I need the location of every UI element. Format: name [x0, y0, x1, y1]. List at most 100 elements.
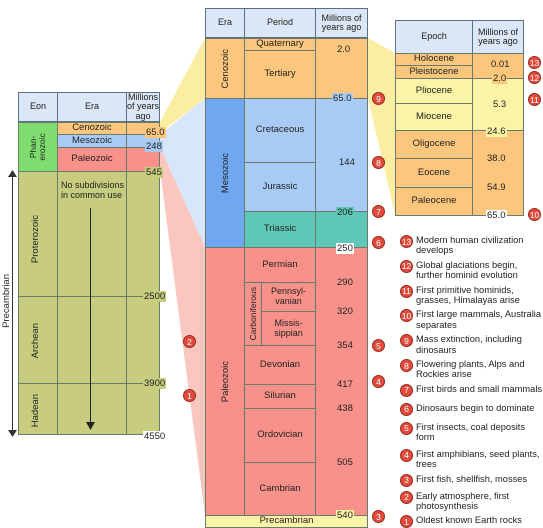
epoch-value-24-6: 24.6	[486, 126, 507, 137]
legend-text: Dinosaurs begin to dominate	[416, 402, 535, 413]
epoch-value-65: 65.0	[486, 210, 507, 221]
period-silurian: Silurian	[244, 384, 316, 409]
left-value-545: 545	[145, 167, 163, 178]
mid-era-paleozoic-label: Paleozoic	[219, 360, 231, 403]
badge-4: 4	[372, 375, 385, 388]
mid-value-65: 65.0	[332, 93, 353, 104]
epoch-oligocene: Oligocene	[395, 130, 473, 159]
badge-1: 1	[183, 389, 196, 402]
badge-12: 12	[528, 71, 541, 84]
mid-myr-mesozoic	[315, 98, 368, 212]
mid-era-cenozoic: Cenozoic	[205, 38, 245, 99]
mid-era-mesozoic-label: Mesozoic	[219, 152, 231, 194]
badge-13: 13	[528, 56, 541, 69]
epoch-value-38: 38.0	[486, 153, 507, 164]
legend-text: Early atmosphere, first photosynthesis	[416, 490, 510, 511]
legend-text: Modern human civilization develops	[416, 235, 524, 256]
mid-header-era: Era	[205, 8, 245, 38]
fan-epoch	[368, 38, 395, 215]
mid-value-2: 2.0	[336, 44, 352, 55]
fan-paleozoic	[160, 147, 205, 515]
legend-text: First insects, coal deposits form	[416, 421, 526, 443]
mid-era-paleozoic: Paleozoic	[205, 247, 245, 516]
down-arrow-icon	[86, 422, 95, 430]
left-value-3900: 3900	[143, 378, 167, 389]
period-cretaceous: Cretaceous	[244, 98, 316, 163]
legend-text: First fish, shellfish, mosses	[416, 473, 528, 484]
badge-6: 6	[372, 236, 385, 249]
badge-5: 5	[372, 339, 385, 352]
left-value-4550: 4550	[143, 431, 167, 442]
period-jurassic: Jurassic	[244, 162, 316, 212]
legend-badge: 1	[400, 515, 413, 528]
epoch-eocene: Eocene	[395, 158, 473, 188]
fan-mesozoic	[160, 98, 205, 247]
period-permian: Permian	[244, 247, 316, 283]
eon-proterozoic: Proterozoic	[30, 215, 41, 264]
legend-text: Flowering plants, Alps and Rockies arise	[416, 359, 525, 380]
divider-era-myr	[126, 171, 127, 435]
left-header-era: Era	[57, 92, 127, 122]
legend-badge: 7	[400, 383, 413, 397]
eon-archean: Archean	[30, 323, 41, 359]
left-value-248: 248	[145, 141, 163, 152]
epoch-miocene: Miocene	[395, 103, 473, 131]
legend-badge: 4	[400, 448, 413, 462]
epoch-header-myr: Millions of years ago	[472, 20, 524, 54]
down-arrow-shaft	[90, 208, 91, 426]
epoch-paleocene: Paleocene	[395, 187, 473, 216]
badge-10: 10	[528, 208, 541, 221]
mid-value-250: 250	[336, 243, 354, 254]
precambrian-label: Precambrian	[1, 272, 12, 330]
carboniferous-label: Carboniferous	[248, 287, 258, 341]
epoch-myr-lower	[472, 130, 524, 216]
legend-text: First primitive hominids, grasses, Himal…	[416, 284, 520, 306]
legend-badge: 9	[400, 334, 413, 348]
legend-text: Global glaciations begin, further homini…	[416, 259, 518, 281]
period-cambrian: Cambrian	[244, 462, 316, 516]
divider-eon-era	[57, 171, 58, 435]
period-triassic: Triassic	[244, 211, 316, 248]
mid-value-290: 290	[336, 277, 354, 288]
epoch-pliocene: Pliocene	[395, 78, 473, 104]
mid-value-320: 320	[336, 306, 354, 317]
mid-value-540: 540	[336, 510, 354, 521]
mid-era-mesozoic: Mesozoic	[205, 98, 245, 248]
badge-7: 7	[372, 205, 385, 218]
legend-text: Oldest known Earth rocks	[416, 515, 522, 526]
mid-value-438: 438	[336, 403, 354, 414]
carboniferous-cell: Carboniferous	[244, 282, 262, 346]
epoch-header-epoch: Epoch	[395, 20, 473, 54]
badge-11: 11	[528, 93, 541, 106]
legend-badge: 12	[400, 259, 413, 273]
legend-badge: 2	[400, 490, 413, 504]
legend-badge: 10	[400, 309, 413, 323]
legend-text: First large mammals, Australia separates	[416, 309, 542, 330]
left-header-eon: Eon	[18, 92, 58, 122]
eon-hadean: Hadean	[30, 394, 41, 428]
mid-header-myr: Millions of years ago	[315, 8, 368, 38]
period-tertiary: Tertiary	[244, 50, 316, 99]
mid-header-period: Period	[244, 8, 316, 38]
left-era-mesozoic: Mesozoic	[57, 134, 127, 148]
legend-text: First birds and small mammals	[416, 383, 543, 394]
bracket-up-arrow-icon	[8, 170, 17, 177]
badge-9: 9	[372, 92, 385, 105]
epoch-pleistocene: Pleistocene	[395, 65, 473, 79]
left-era-paleozoic: Paleozoic	[57, 147, 127, 172]
left-value-65: 65.0	[145, 127, 166, 138]
left-value-2500: 2500	[143, 291, 167, 302]
legend-badge: 11	[400, 284, 413, 298]
fan-cenozoic	[160, 38, 205, 133]
legend-badge: 6	[400, 402, 413, 416]
mid-era-cenozoic-label: Cenozoic	[219, 48, 231, 89]
